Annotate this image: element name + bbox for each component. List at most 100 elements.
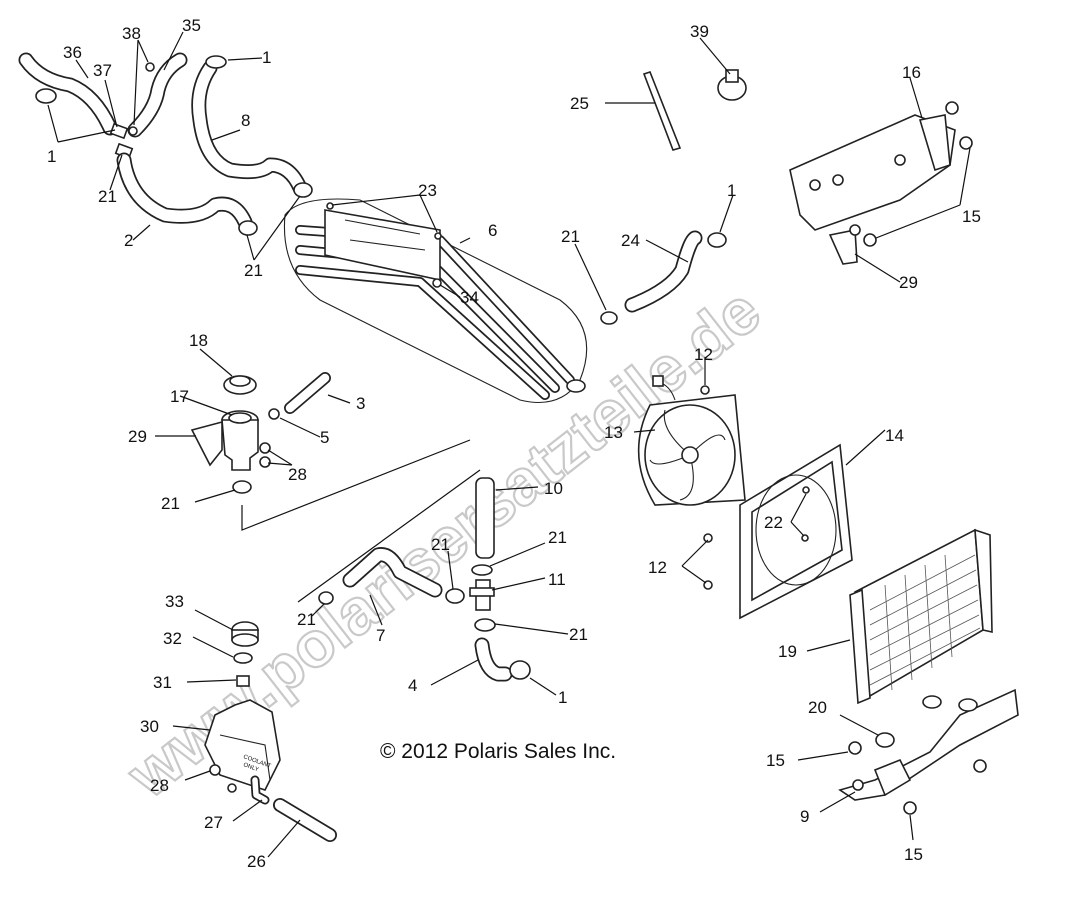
bracket-9: [838, 688, 1019, 801]
callout-22: 22: [764, 513, 783, 532]
bolts-28-upper: [259, 442, 271, 468]
callout-15-upper: 15: [962, 207, 981, 226]
callout-1-right: 1: [727, 181, 736, 200]
callout-23: 23: [418, 181, 437, 200]
grommet-20: [875, 732, 895, 748]
bolts-12-lower: [703, 533, 713, 590]
callout-34: 34: [460, 288, 479, 307]
callout-24: 24: [621, 231, 640, 250]
callout-37: 37: [93, 61, 112, 80]
callout-19: 19: [778, 642, 797, 661]
callout-35: 35: [182, 16, 201, 35]
seal-32: [233, 652, 253, 664]
bolts-15-lower: [848, 741, 987, 815]
callout-15-bottom: 15: [904, 845, 923, 864]
elbow-27: [227, 775, 270, 805]
callout-14: 14: [885, 426, 904, 445]
clamp-1-top: [205, 55, 227, 69]
tube-3: [284, 372, 331, 414]
clamps-21-mid: [318, 564, 496, 632]
callout-36: 36: [63, 43, 82, 62]
callout-12-upper: 12: [694, 345, 713, 364]
cap-33: [231, 621, 259, 647]
callout-1-left: 1: [47, 147, 56, 166]
callout-38: 38: [122, 24, 141, 43]
clamp-21-upper: [293, 182, 313, 198]
bolts-22: [801, 486, 810, 542]
clamp-1-bottom: [509, 660, 531, 680]
bracket-29-left: [190, 420, 223, 467]
hose-24: [624, 230, 703, 313]
bolts-15-upper: [849, 101, 973, 247]
clamp-1-upper-left: [35, 88, 57, 104]
callout-21-hose7: 21: [297, 610, 316, 629]
callout-21-center: 21: [431, 535, 450, 554]
callout-18: 18: [189, 331, 208, 350]
fitting-11: [469, 579, 495, 611]
hose-7: [342, 547, 443, 598]
hose-2: [116, 152, 253, 230]
callout-27: 27: [204, 813, 223, 832]
callout-21-fitting: 21: [569, 625, 588, 644]
grommets-lower: [922, 695, 978, 712]
bottle-label-2: ONLY: [242, 762, 259, 773]
plug-38: [128, 62, 155, 136]
callout-25: 25: [570, 94, 589, 113]
radiator-19: [849, 528, 993, 705]
callout-20: 20: [808, 698, 827, 717]
neck-31: [236, 675, 250, 687]
hose-8: [191, 60, 308, 196]
callout-30: 30: [140, 717, 159, 736]
tie-strap-25: [642, 71, 682, 151]
callout-4: 4: [408, 676, 417, 695]
callout-21-upper-left: 21: [98, 187, 117, 206]
callout-31: 31: [153, 673, 172, 692]
callout-12-lower: 12: [648, 558, 667, 577]
callout-28-lower: 28: [150, 776, 169, 795]
shroud-14: [739, 443, 853, 620]
callout-8: 8: [241, 111, 250, 130]
bolt-12-upper: [700, 385, 710, 395]
callout-6: 6: [488, 221, 497, 240]
callout-17: 17: [170, 387, 189, 406]
fan-13: [637, 375, 746, 506]
leader-lines: [47, 31, 971, 858]
copyright-text: © 2012 Polaris Sales Inc.: [380, 740, 616, 763]
fill-neck-17: [221, 410, 259, 471]
clip-39: [717, 69, 747, 101]
callout-33: 33: [165, 592, 184, 611]
callout-21-lower-left: 21: [244, 261, 263, 280]
callout-29-left: 29: [128, 427, 147, 446]
cap-18: [223, 375, 257, 395]
callout-15-mid: 15: [766, 751, 785, 770]
elbow-hose-4: [474, 637, 513, 682]
callout-5: 5: [320, 428, 329, 447]
callout-11: 11: [548, 570, 566, 589]
hose-35: [127, 52, 188, 138]
callout-7: 7: [376, 626, 385, 645]
plug-5: [268, 408, 280, 420]
callout-1-bottom: 1: [558, 688, 567, 707]
hose-36: [18, 52, 118, 136]
callout-29-upper: 29: [899, 273, 918, 292]
callout-10: 10: [544, 479, 563, 498]
callout-9: 9: [800, 807, 809, 826]
clamp-21-mid: [600, 311, 618, 325]
clamp-21-neck: [232, 480, 252, 494]
callout-26: 26: [247, 852, 266, 871]
callout-28-upper: 28: [288, 465, 307, 484]
callout-21-neck: 21: [161, 494, 180, 513]
callout-13: 13: [604, 423, 623, 442]
callout-1-top: 1: [262, 48, 271, 67]
callout-39: 39: [690, 22, 709, 41]
tube-10: [475, 477, 495, 559]
coolant-tube-assembly: [283, 198, 588, 404]
callout-32: 32: [163, 629, 182, 648]
callout-2: 2: [124, 231, 133, 250]
callout-labels: 36 38 35 37 1 1 8 21 2 21 23 6 34 39 25 …: [47, 16, 981, 871]
clamp-1-right: [707, 232, 727, 248]
callout-3: 3: [356, 394, 365, 413]
bracket-16: [789, 114, 956, 231]
